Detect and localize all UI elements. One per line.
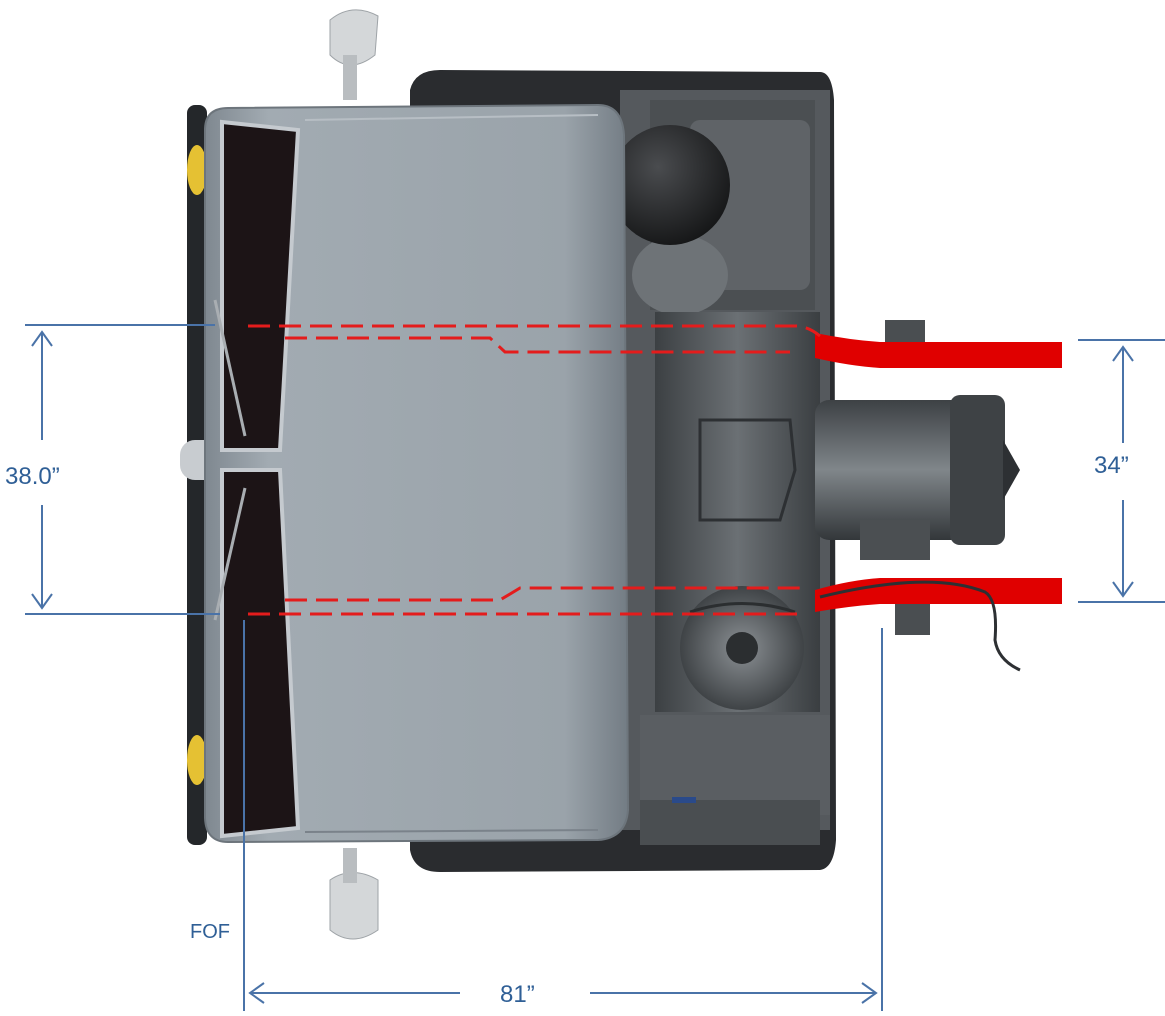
length-label: 81” xyxy=(500,981,535,1008)
air-tank xyxy=(610,125,730,245)
mirror-bottom xyxy=(329,848,379,940)
frame-rail-top xyxy=(815,333,1062,368)
wiring-harness xyxy=(819,580,1021,672)
hidden-frame-lines xyxy=(248,324,821,616)
right-width-label: 34” xyxy=(1094,452,1129,479)
fan-assembly xyxy=(680,586,804,710)
windshield xyxy=(213,119,301,839)
transmission xyxy=(815,320,1020,635)
left-width-label: 38.0” xyxy=(5,463,60,490)
reference-label: FOF xyxy=(190,921,230,943)
cab-body xyxy=(204,103,630,844)
mirror-top xyxy=(329,9,379,100)
dimension-lines xyxy=(25,324,1165,1011)
